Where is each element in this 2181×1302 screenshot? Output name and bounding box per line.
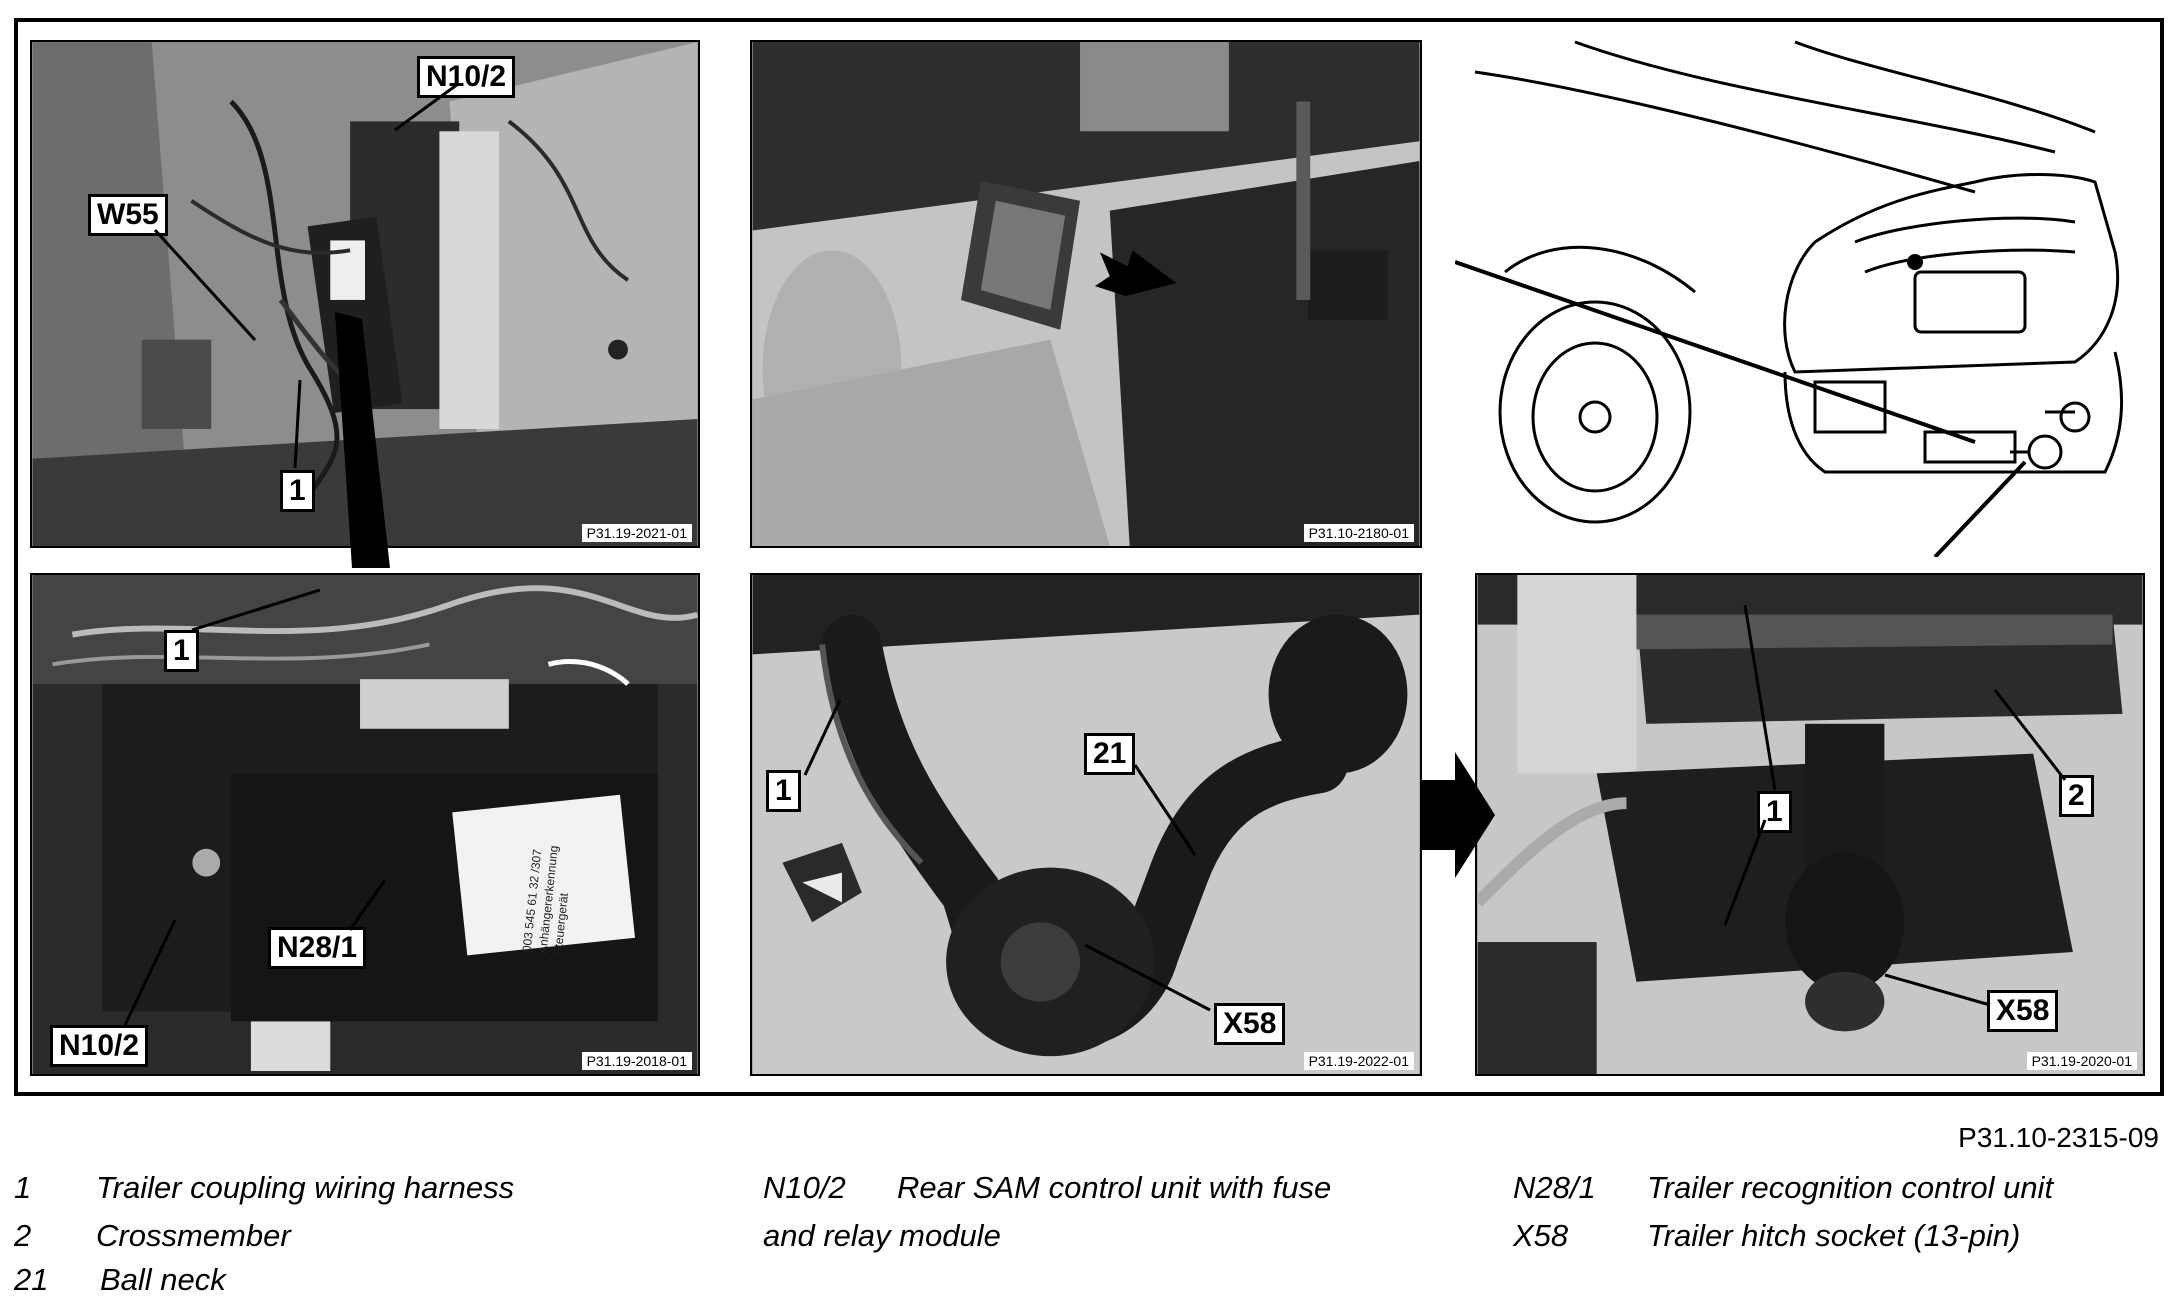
rear-sam-photo	[32, 42, 698, 546]
panel-code: P31.19-2022-01	[1303, 1052, 1414, 1070]
legend-text: Trailer recognition control unit	[1647, 1170, 2054, 1205]
legend-text: and relay module	[763, 1218, 1001, 1253]
callout-x58: X58	[1214, 1003, 1286, 1045]
panel-top-right-drawing	[1455, 32, 2145, 557]
ball-neck-photo	[752, 575, 1420, 1074]
callout-w55: W55	[88, 194, 168, 236]
callout-1: 1	[1757, 791, 1792, 833]
legend-key: N28/1	[1513, 1170, 1596, 1205]
callout-2: 2	[2059, 775, 2094, 817]
car-rear-drawing	[1455, 40, 2124, 557]
panel-code: P31.19-2018-01	[581, 1052, 692, 1070]
legend: 1 Trailer coupling wiring harness 2 Cros…	[0, 1158, 2181, 1298]
panel-top-middle-photo: P31.10-2180-01	[750, 40, 1422, 548]
callout-n10-2: N10/2	[417, 56, 516, 98]
callout-x58: X58	[1987, 990, 2059, 1032]
callout-1: 1	[766, 770, 801, 812]
callout-21: 21	[1084, 733, 1136, 775]
panel-top-left-photo: N10/2 W55 1 P31.19-2021-01	[30, 40, 700, 548]
callout-1: 1	[164, 630, 199, 672]
control-units-photo	[32, 575, 698, 1074]
legend-text: Ball neck	[100, 1262, 226, 1297]
panel-bottom-right-photo: 1 2 X58 P31.19-2020-01	[1475, 573, 2145, 1076]
legend-text: Crossmember	[96, 1218, 291, 1253]
legend-text: Trailer coupling wiring harness	[96, 1170, 515, 1205]
figure-id: P31.10-2315-09	[1958, 1122, 2159, 1153]
callout-n10-2: N10/2	[50, 1025, 149, 1067]
panel-code: P31.10-2180-01	[1303, 524, 1414, 542]
legend-text: Rear SAM control unit with fuse	[897, 1170, 1332, 1205]
legend-text: Trailer hitch socket (13-pin)	[1647, 1218, 2021, 1253]
panel-bottom-middle-photo: 21 1 X58 P31.19-2022-01	[750, 573, 1422, 1076]
panel-code: P31.19-2020-01	[2026, 1052, 2137, 1070]
legend-key: 21	[14, 1262, 49, 1297]
legend-key: 1	[14, 1170, 32, 1205]
legend-key: X58	[1513, 1218, 1569, 1253]
callout-1: 1	[280, 470, 315, 512]
legend-key: 2	[14, 1218, 32, 1253]
panel-bottom-left-photo: 1 N28/1 N10/2 003 545 61 32 /307 Anhänge…	[30, 573, 700, 1076]
legend-key: N10/2	[763, 1170, 846, 1205]
panel-code: P31.19-2021-01	[581, 524, 692, 542]
callout-n28-1: N28/1	[268, 927, 367, 969]
hitch-mount-photo	[752, 42, 1420, 546]
